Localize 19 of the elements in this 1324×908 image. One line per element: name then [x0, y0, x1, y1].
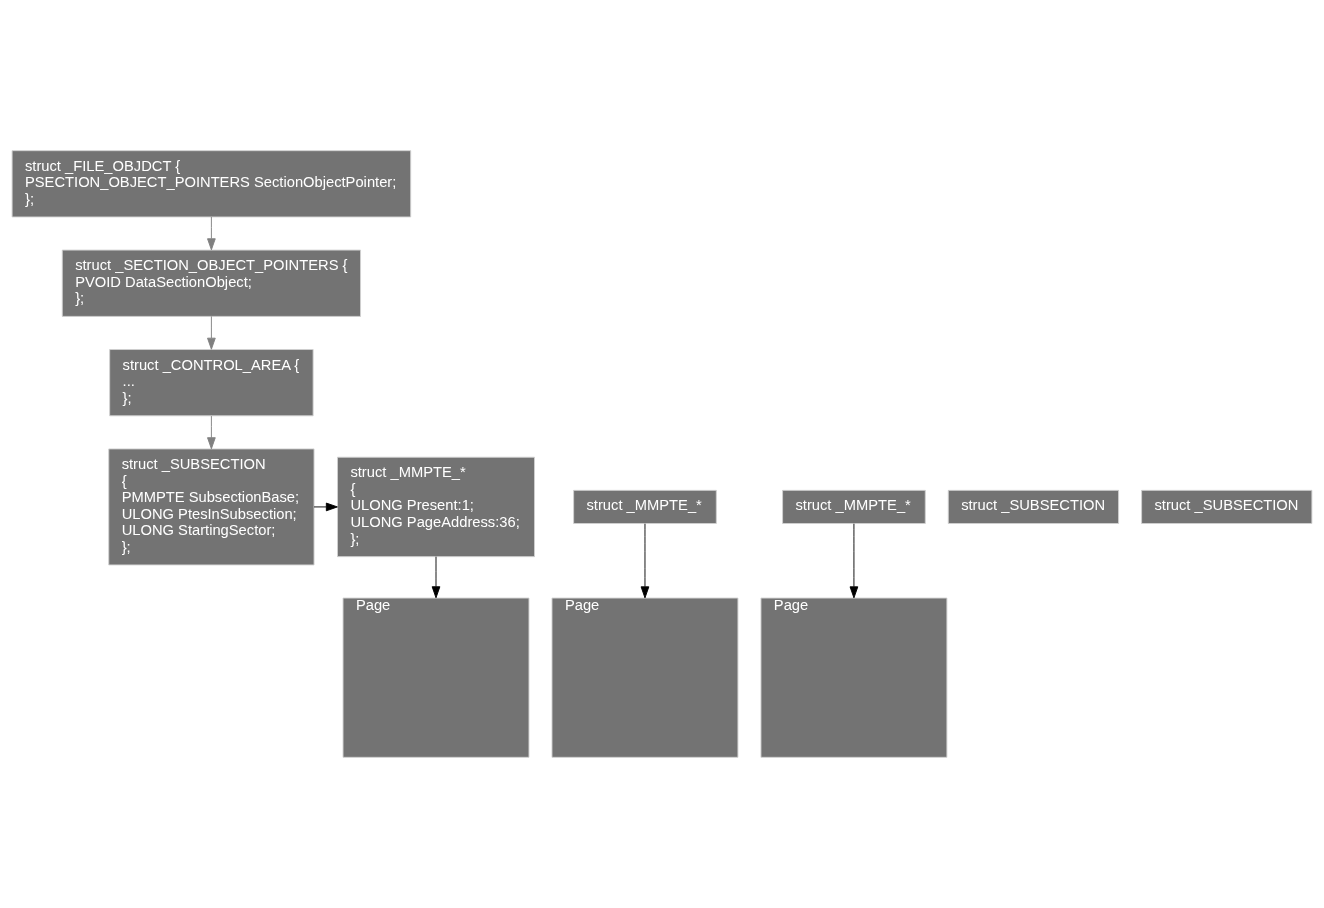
arrow — [207, 415, 216, 450]
node-box: struct _FILE_OBJDCT { PSECTION_OBJECT_POINTERS SectionObjectPointer; }; — [11, 150, 412, 218]
arrow — [640, 523, 650, 599]
node-box: struct _SECTION_OBJECT_POINTERS { PVOID DataSectionObject; }; — [61, 249, 361, 317]
arrow — [313, 502, 338, 512]
arrow — [207, 216, 216, 251]
node-box: struct _SUBSECTION — [1141, 489, 1313, 524]
node-box: struct _SUBSECTION { PMMPTE SubsectionBase; ULONG PtesInSubsection; ULONG StartingSector; }; — [108, 448, 315, 566]
arrow — [207, 315, 216, 350]
arrow — [849, 523, 859, 599]
arrow — [431, 556, 441, 599]
node-box: Page — [342, 597, 530, 758]
node-box: struct _MMPTE_* — [573, 489, 717, 524]
node-box: struct _MMPTE_* — [782, 489, 926, 524]
node-box: Page — [760, 597, 948, 758]
node-box: struct _CONTROL_AREA { ... }; — [109, 349, 314, 417]
node-box: struct _MMPTE_* { ULONG Present:1; ULONG PageAddress:36; }; — [337, 456, 535, 558]
node-box: struct _SUBSECTION — [947, 489, 1120, 524]
node-box: Page — [551, 597, 739, 758]
